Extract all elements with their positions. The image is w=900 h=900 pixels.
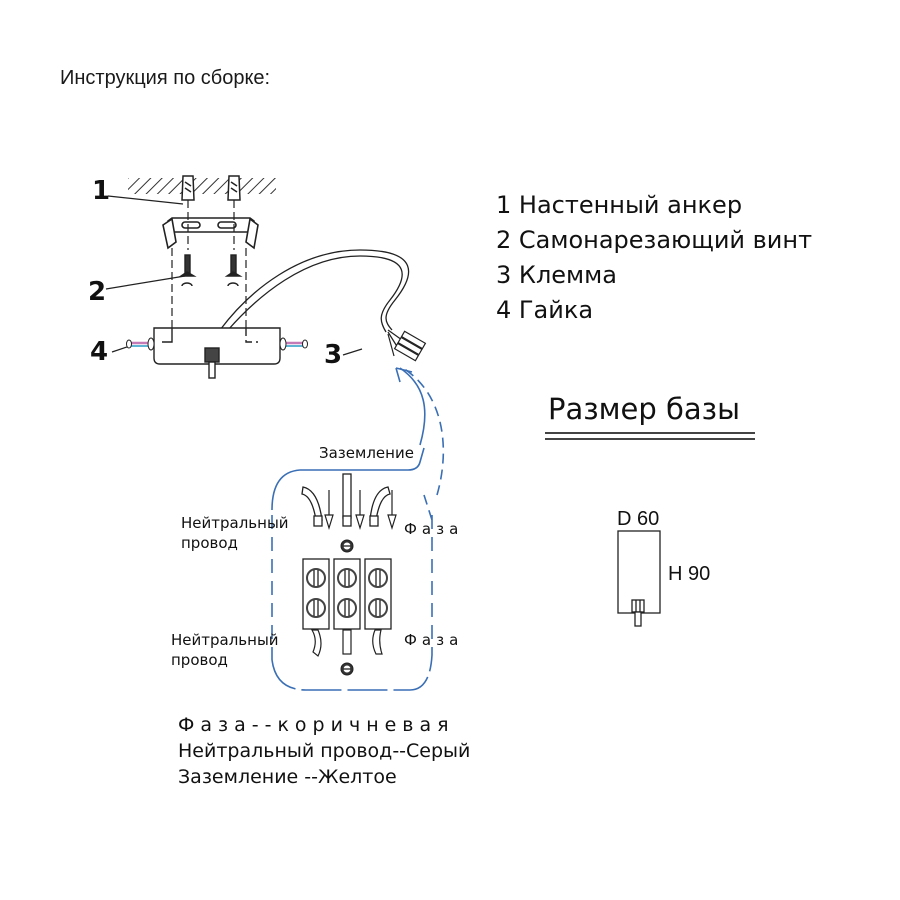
ground-screw-icon-bottom xyxy=(340,662,354,676)
ground-screw-icon xyxy=(340,539,354,553)
neutral-label-bottom: Нейтральный провод xyxy=(171,631,279,669)
lamp-base-icon xyxy=(153,327,281,379)
parts-legend: 1 Настенный анкер 2 Самонарезающий винт … xyxy=(496,188,812,328)
power-cable xyxy=(219,249,410,333)
base-diameter-label: D 60 xyxy=(617,508,660,530)
base-size-title: Размер базы xyxy=(548,392,740,426)
base-height-label: H 90 xyxy=(668,563,711,585)
terminal-strip xyxy=(302,558,392,630)
legend-item-nut: 4 Гайка xyxy=(496,296,594,324)
phase-label-top: Фаза xyxy=(404,520,464,538)
nut-icon xyxy=(126,337,308,351)
title-underline xyxy=(545,432,755,434)
connection-arrow-icon xyxy=(395,367,445,496)
mounting-bracket-icon xyxy=(162,217,259,250)
base-size-diagram xyxy=(617,530,661,627)
legend-item-terminal: 3 Клемма xyxy=(496,261,617,289)
ground-label: Заземление xyxy=(319,444,414,462)
color-code-phase: Фаза--коричневая xyxy=(178,714,455,736)
neutral-label-top: Нейтральный провод xyxy=(181,514,289,552)
callout-3: 3 xyxy=(324,340,343,370)
ceiling-hatch xyxy=(128,178,276,194)
legend-item-screw: 2 Самонарезающий винт xyxy=(496,226,813,254)
color-code-ground: Заземление --Желтое xyxy=(178,766,397,788)
legend-item-anchor: 1 Настенный анкер xyxy=(496,191,743,219)
wire-ends-bottom xyxy=(310,629,383,657)
insert-arrows xyxy=(324,490,397,531)
phase-label-bottom: Фаза xyxy=(404,631,464,649)
wire-color-code: Фаза--коричневая Нейтральный провод--Сер… xyxy=(178,712,470,790)
page-title: Инструкция по сборке: xyxy=(60,67,271,89)
callout-1: 1 xyxy=(92,176,111,206)
guide-lines xyxy=(171,200,247,340)
callout-2: 2 xyxy=(88,277,107,307)
callout-4: 4 xyxy=(90,337,109,367)
terminal-block-icon xyxy=(387,329,427,362)
wiring-box-outline xyxy=(271,447,433,691)
wall-anchor-icon xyxy=(181,175,241,201)
self-tapping-screw-icon xyxy=(178,254,243,287)
wire-ends-top xyxy=(301,473,391,527)
title-underline xyxy=(545,438,755,440)
color-code-neutral: Нейтральный провод--Серый xyxy=(178,740,471,762)
